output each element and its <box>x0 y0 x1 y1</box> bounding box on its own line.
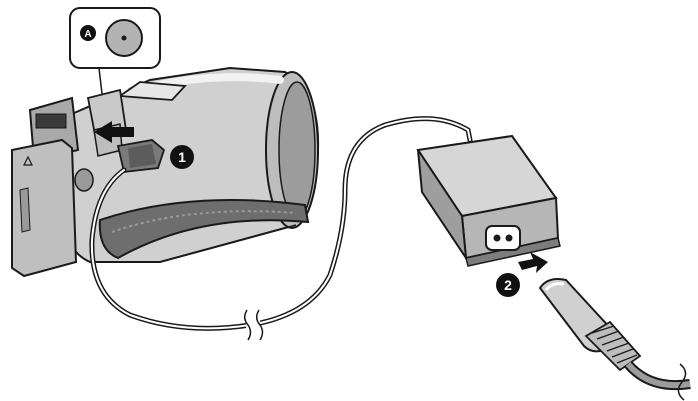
step-2-label: 2 <box>504 277 512 293</box>
label-a-badge: A <box>80 25 96 41</box>
dc-plug <box>116 139 166 173</box>
cable-break-mark <box>244 309 264 341</box>
hand-strap <box>98 199 310 260</box>
ac-adaptor <box>416 134 561 267</box>
step-2-badge: 2 <box>496 273 520 297</box>
step-1-label: 1 <box>178 149 186 165</box>
insert-arrow-2 <box>518 252 548 273</box>
step-1-badge: 1 <box>170 145 194 169</box>
ac-power-plug <box>538 278 691 401</box>
camcorder <box>11 66 320 278</box>
insert-arrow-1 <box>94 121 134 143</box>
ac-inlet-socket <box>485 225 521 251</box>
label-a-text: A <box>84 29 91 40</box>
